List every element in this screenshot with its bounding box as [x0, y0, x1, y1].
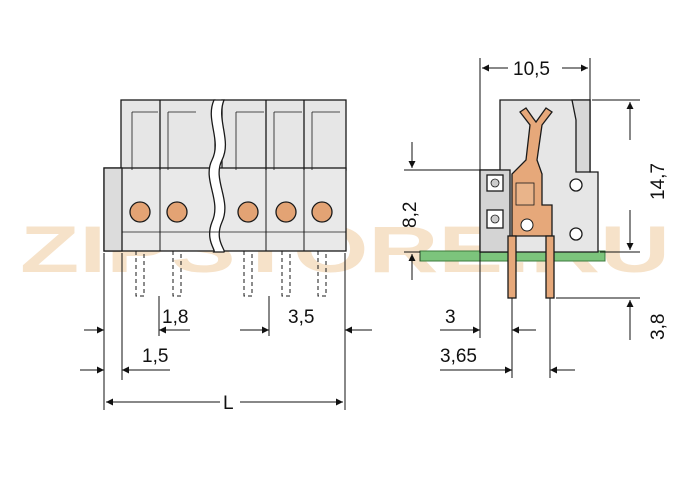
pin [281, 251, 291, 297]
front-dimensions [80, 253, 372, 410]
side-hole-round [569, 227, 583, 241]
contact-hole [311, 201, 333, 223]
side-latch [571, 99, 591, 173]
front-contact-holes [129, 201, 333, 223]
front-break-line [208, 99, 227, 253]
contact-hole [237, 201, 259, 223]
front-housing-step [103, 167, 123, 252]
side-hole-round [569, 178, 583, 192]
contact-hole [275, 201, 297, 223]
contact-hole [166, 201, 188, 223]
side-view [419, 99, 606, 299]
front-upper-housing-right [221, 99, 347, 171]
dim-pcb-height-label: 8,2 [400, 202, 421, 228]
dim-pin-length-label: 3,8 [648, 314, 669, 340]
side-dimensions [404, 58, 640, 378]
front-view [103, 99, 347, 297]
pin [317, 251, 327, 297]
dim-pin-label: 1,8 [162, 307, 188, 328]
dim-pin-offset-label: 3 [445, 307, 456, 328]
dim-edge-label: 1,5 [142, 346, 168, 367]
side-pin [545, 235, 555, 299]
dim-width-label: 10,5 [513, 59, 550, 80]
pin [243, 251, 253, 297]
dim-height-label: 14,7 [648, 163, 669, 200]
dim-pin-spacing-label: 3,65 [440, 346, 477, 367]
dim-pitch-label: 3,5 [288, 307, 314, 328]
pin [172, 251, 182, 297]
contact-hole [129, 201, 151, 223]
pin [135, 251, 145, 297]
dim-length-label: L [223, 393, 234, 414]
front-pins [135, 251, 327, 297]
side-pin [507, 235, 517, 299]
